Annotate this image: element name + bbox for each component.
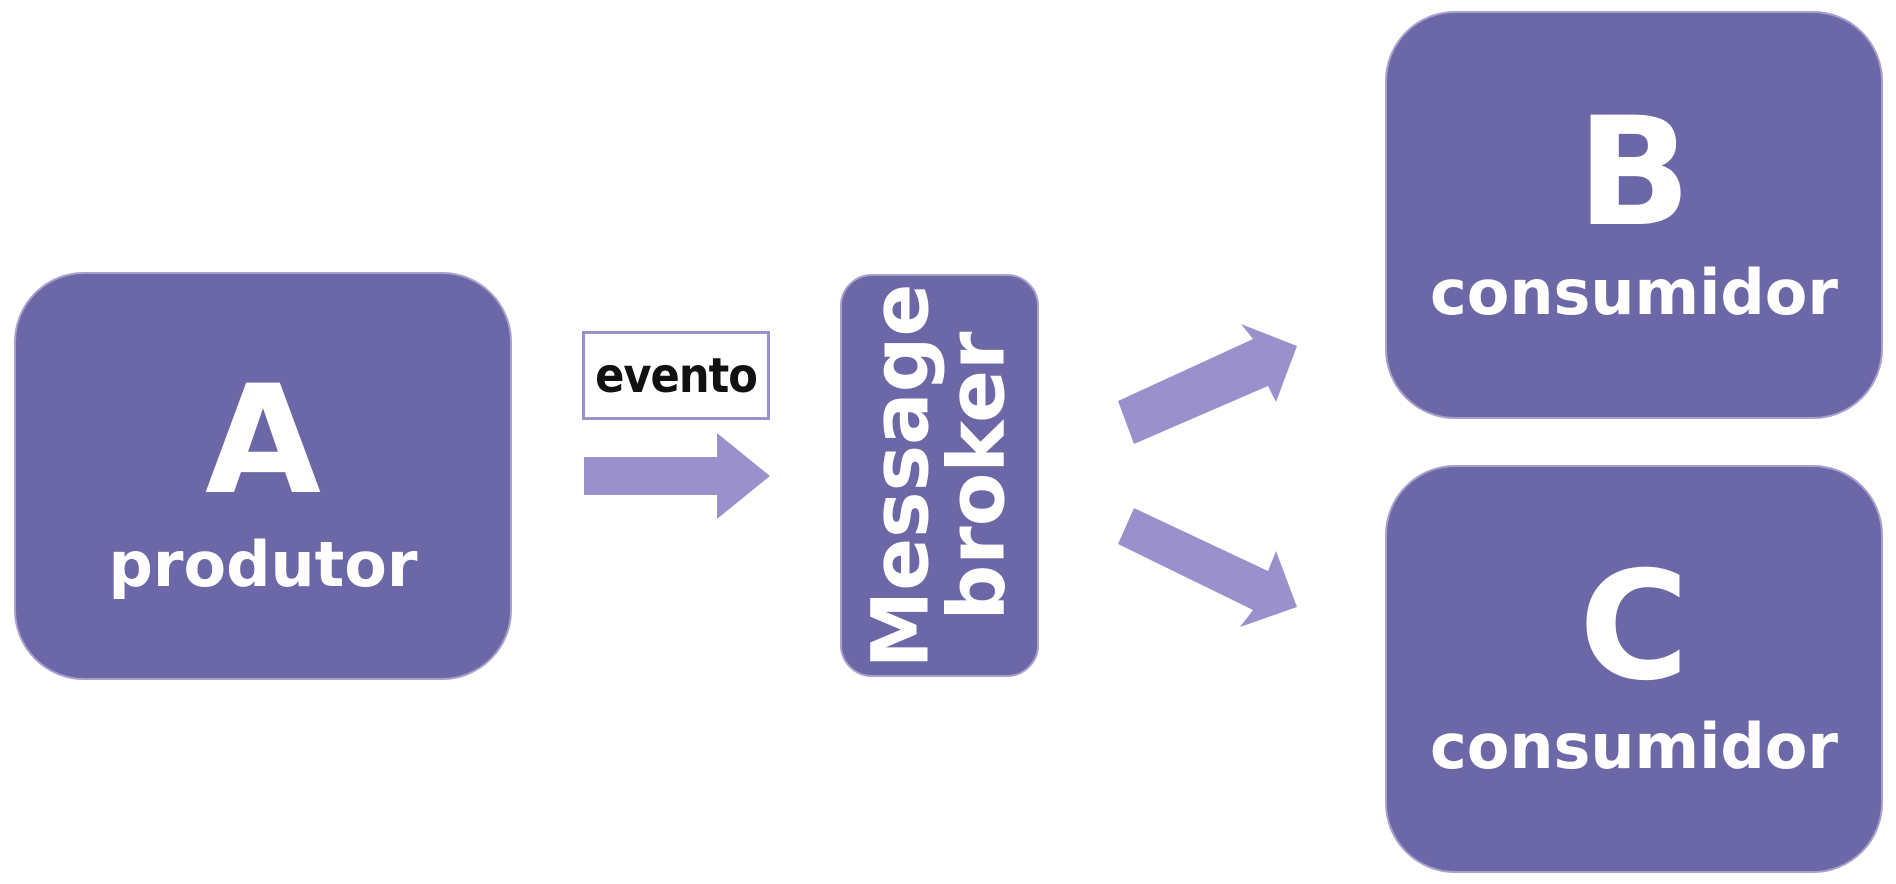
consumer-b-role-label: consumidor xyxy=(1430,256,1838,329)
consumer-node-b: B consumidor xyxy=(1385,11,1883,419)
producer-letter: A xyxy=(204,354,322,528)
consumer-c-role-label: consumidor xyxy=(1430,710,1838,783)
broker-label-line1: Message xyxy=(856,283,947,668)
consumer-node-c: C consumidor xyxy=(1385,465,1883,873)
broker-label-line2: broker xyxy=(932,330,1023,621)
arrow-producer-to-broker xyxy=(584,433,770,519)
arrow-broker-to-consumer-c xyxy=(1118,508,1297,627)
consumer-c-letter: C xyxy=(1578,540,1690,714)
event-label: evento xyxy=(582,331,770,420)
consumer-b-letter: B xyxy=(1576,86,1692,260)
arrow-broker-to-consumer-b xyxy=(1118,324,1297,444)
broker-label: Message broker xyxy=(856,283,1023,668)
producer-role-label: produtor xyxy=(108,528,418,601)
message-broker-node: Message broker xyxy=(840,274,1039,677)
producer-node: A produtor xyxy=(14,272,512,680)
